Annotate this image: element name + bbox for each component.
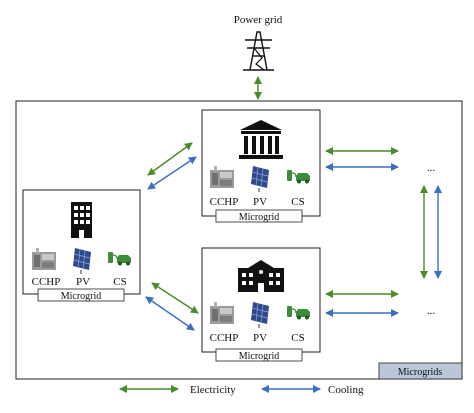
microgrid-label: Microgrid (61, 291, 102, 302)
pv-label: PV (76, 276, 90, 288)
school-building-icon (238, 260, 284, 292)
ellipsis-bottom: ... (427, 305, 436, 317)
power-grid-label: Power grid (234, 14, 283, 26)
legend-cooling-label: Cooling (328, 384, 364, 396)
electricity-arrow (151, 282, 199, 314)
cooling-arrow (147, 156, 197, 190)
power-tower-icon (243, 31, 274, 71)
cs-label: CS (113, 276, 126, 288)
cs-label: CS (291, 332, 304, 344)
electricity-arrow (147, 142, 193, 176)
microgrid-label: Microgrid (239, 212, 280, 223)
microgrid-label: Microgrid (239, 351, 280, 362)
microgrid-top: CCHP PV CS Microgrid (201, 109, 321, 223)
microgrid-bottom: CCHP PV CS Microgrid (201, 247, 321, 362)
microgrids-label: Microgrids (398, 367, 443, 378)
microgrids-frame (15, 100, 463, 380)
office-building-icon (71, 202, 92, 238)
bank-building-icon (239, 120, 283, 159)
cooling-arrow (145, 296, 195, 331)
legend-electricity-label: Electricity (190, 384, 236, 396)
cchp-label: CCHP (32, 276, 61, 288)
cchp-label: CCHP (210, 332, 239, 344)
pv-label: PV (253, 332, 267, 344)
microgrids-tab (378, 362, 463, 380)
pv-label: PV (253, 196, 267, 208)
cchp-label: CCHP (210, 196, 239, 208)
legend: Electricity Cooling (119, 384, 364, 396)
ellipsis-top: ... (427, 162, 436, 174)
cs-label: CS (291, 196, 304, 208)
microgrid-left: CCHP PV CS Microgrid (22, 189, 141, 302)
